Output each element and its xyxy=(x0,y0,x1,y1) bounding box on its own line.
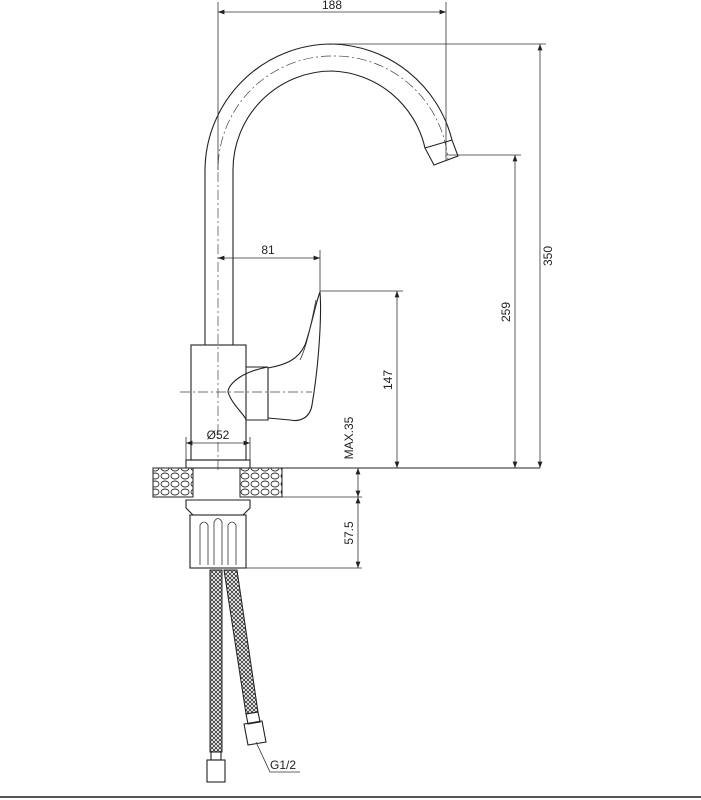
dimension-handle-height: 147 xyxy=(320,290,403,468)
dimension-spout-reach: 188 xyxy=(217,0,447,170)
svg-text:147: 147 xyxy=(381,370,395,390)
svg-text:259: 259 xyxy=(499,302,513,322)
svg-text:MAX.35: MAX.35 xyxy=(342,416,356,459)
dimension-spout-height: 259 xyxy=(446,154,521,468)
dimension-shank-length: 57.5 xyxy=(342,497,361,568)
svg-text:Ø52: Ø52 xyxy=(207,428,230,442)
spout-nozzle xyxy=(424,139,459,166)
dimension-base-diameter: Ø52 xyxy=(185,428,251,460)
svg-text:57.5: 57.5 xyxy=(342,521,356,545)
svg-text:188: 188 xyxy=(322,0,342,12)
hose-fitting-right xyxy=(243,720,267,746)
hose-fitting-left xyxy=(206,759,226,783)
dimension-total-height: 350 xyxy=(332,43,555,468)
svg-text:350: 350 xyxy=(541,246,555,266)
spout xyxy=(204,43,459,470)
dimension-max-counter-thickness: MAX.35 xyxy=(342,416,361,497)
mounting-nut xyxy=(185,499,362,569)
hose-thread-label: G1/2 xyxy=(270,758,296,772)
faucet-body xyxy=(180,344,312,469)
dimension-handle-offset: 81 xyxy=(218,243,321,292)
lever-handle xyxy=(267,291,322,422)
svg-text:81: 81 xyxy=(261,243,275,257)
supply-hoses: G1/2 xyxy=(206,569,300,783)
countertop xyxy=(152,467,540,498)
